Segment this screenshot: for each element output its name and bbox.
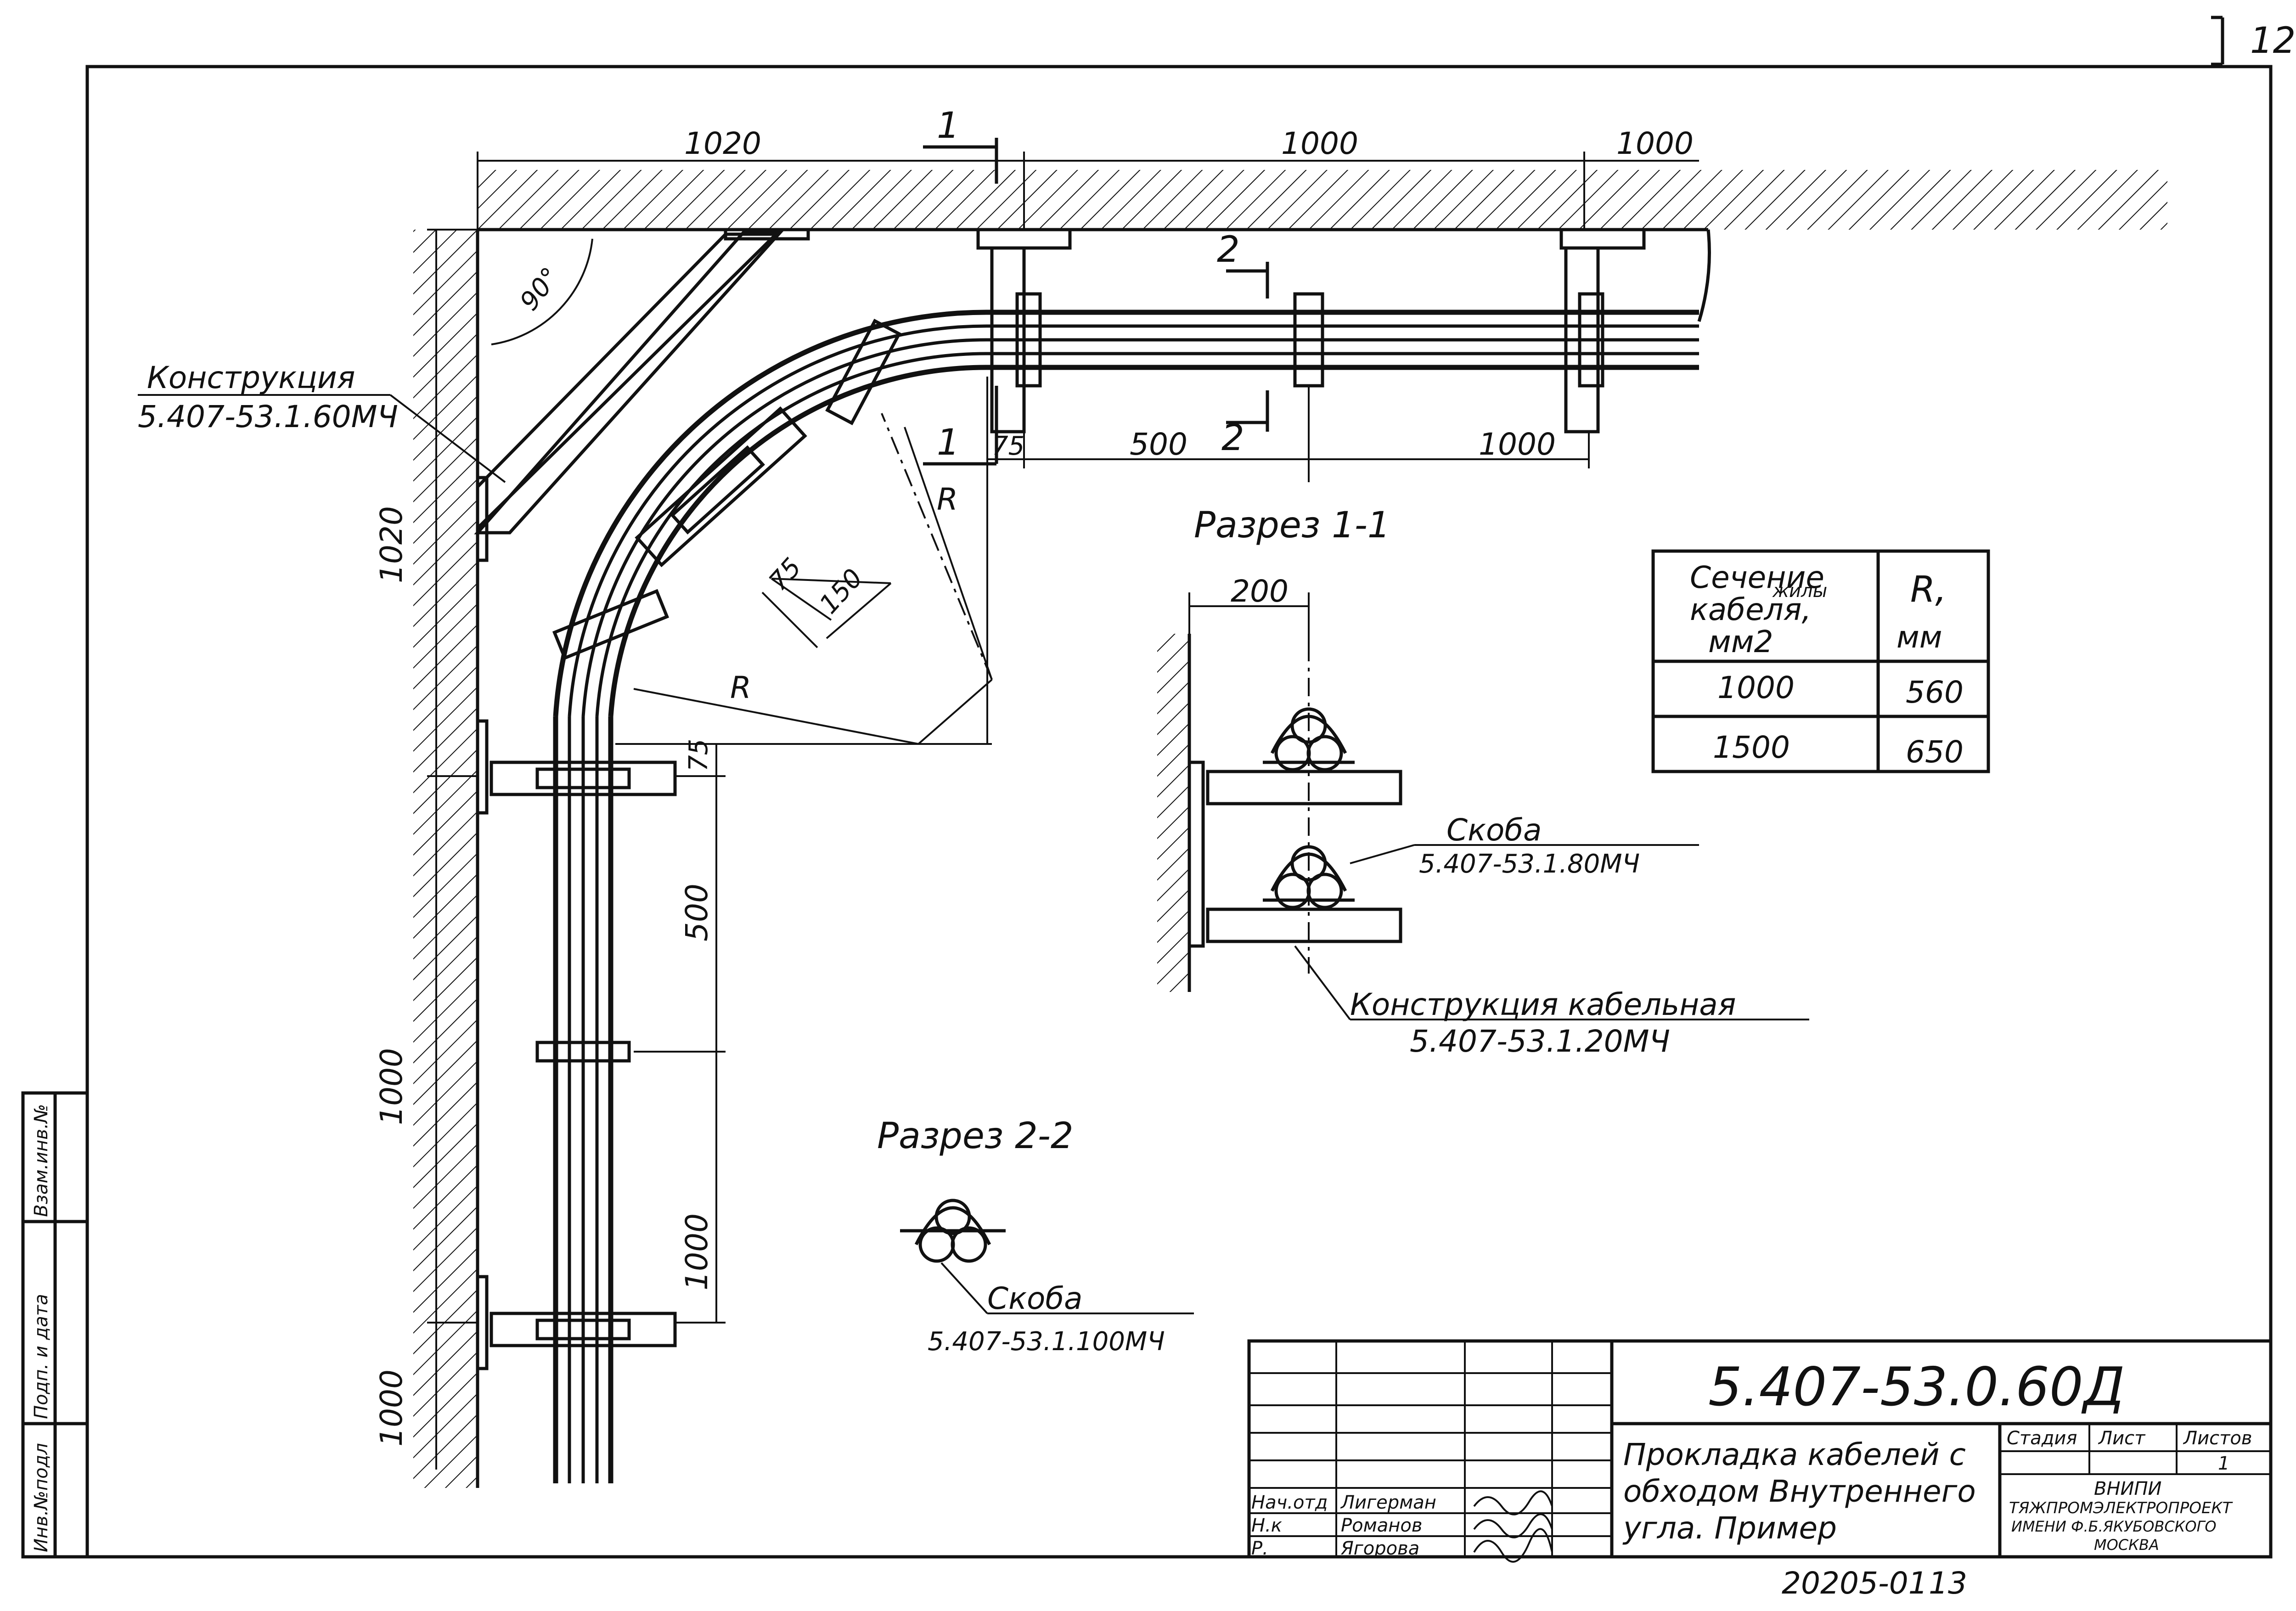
section-2-bottom-mark: 2 — [1221, 417, 1244, 459]
cable-vertical — [553, 716, 613, 1483]
page-number-text: 12 — [2250, 20, 2296, 62]
skoba2-code: 5.407-53.1.100МЧ — [928, 1327, 1165, 1357]
section-1-1-view: Разрез 1-1 200 Скоба 5.407-53.1.80МЧ Кон… — [1157, 505, 1809, 1059]
title-line-2: обходом Внутреннего — [1623, 1474, 1976, 1509]
title-line-1: Прокладка кабелей с — [1623, 1437, 1966, 1472]
kabkonstr-name: Конструкция кабельная — [1350, 987, 1736, 1022]
dim-top-1000-right: 1000 — [1616, 126, 1694, 161]
left-wall — [413, 230, 479, 1488]
table-header-r-1: R, — [1910, 569, 1947, 610]
dim-top-1000-mid: 1000 — [1281, 126, 1358, 161]
section-markers: 1 1 2 2 — [923, 105, 1269, 466]
dim-75-horizontal: 75 — [992, 431, 1024, 461]
table-header-r-2: мм — [1896, 620, 1942, 655]
dim-radius-b: R — [730, 670, 751, 705]
page-number: 12 — [2211, 16, 2296, 66]
section-1-top-mark: 1 — [937, 105, 960, 146]
diagonal-construction — [474, 228, 810, 562]
role-1: Нач.отд — [1251, 1492, 1328, 1513]
sheet-label: Лист — [2098, 1428, 2146, 1449]
org-line-4: МОСКВА — [2094, 1536, 2159, 1554]
ceiling-wall — [478, 170, 2167, 322]
kabkonstr-code: 5.407-53.1.20МЧ — [1410, 1024, 1670, 1059]
r-table: Сечение жилы кабеля, мм2 R, мм 1000 560 … — [1651, 549, 1990, 773]
dim-diag-75: 75 — [763, 552, 807, 597]
clamps-horizontal — [976, 228, 1646, 434]
dim-left-1000b: 1000 — [374, 1369, 409, 1447]
dim-500-horizontal: 500 — [1130, 427, 1187, 462]
side-podp-data: Подп. и дата — [31, 1294, 52, 1419]
role-2: Н.к — [1251, 1515, 1282, 1536]
angle-arc — [491, 238, 593, 345]
signature-2 — [1473, 1513, 1553, 1538]
sec1-width-dim: 200 — [1231, 574, 1289, 609]
dim-left-1020: 1020 — [374, 506, 409, 583]
dimensions-top — [477, 152, 1699, 482]
skoba1-name: Скоба — [1446, 812, 1542, 848]
section-1-1-title: Разрез 1-1 — [1194, 505, 1390, 546]
sheets-label: Листов — [2183, 1428, 2252, 1449]
side-vzam-inv: Взам.инв.№ — [31, 1104, 52, 1217]
dim-top-1020: 1020 — [684, 126, 761, 161]
skoba2-name: Скоба — [987, 1281, 1082, 1316]
cable-horizontal — [987, 310, 1699, 370]
signature-3 — [1473, 1528, 1553, 1563]
dim-vert-500: 500 — [679, 884, 715, 941]
table-header-section-4: мм2 — [1708, 624, 1773, 659]
skoba1-code: 5.407-53.1.80МЧ — [1419, 849, 1640, 879]
section-2-top-mark: 2 — [1217, 229, 1240, 270]
dim-angle-90: 90° — [514, 262, 566, 316]
table-row2-section: 1500 — [1713, 730, 1790, 765]
section-2-2-title: Разрез 2-2 — [877, 1115, 1073, 1157]
section-2-2-view: Разрез 2-2 Скоба 5.407-53.1.100МЧ — [877, 1115, 1194, 1357]
table-header-section-2: жилы — [1772, 580, 1827, 602]
konstr-name: Конструкция — [147, 360, 355, 395]
dim-radius-a: R — [937, 482, 958, 517]
dim-left-1000a: 1000 — [374, 1048, 409, 1125]
dim-1000-horizontal: 1000 — [1479, 427, 1556, 462]
clamps-bend — [552, 319, 901, 660]
side-stamp: Инв.№подл Подп. и дата Взам.инв.№ — [21, 1091, 89, 1559]
role-3: Р. — [1251, 1538, 1268, 1559]
konstr-callout: Конструкция 5.407-53.1.60МЧ — [138, 360, 506, 483]
table-header-section-3: кабеля, — [1690, 592, 1811, 627]
title-line-3: угла. Пример — [1622, 1510, 1837, 1546]
dim-vert-75: 75 — [684, 739, 714, 772]
org-line-1: ВНИПИ — [2094, 1478, 2161, 1499]
title-block: 5.407-53.0.60Д Прокладка кабелей с обход… — [1247, 1339, 2273, 1563]
org-line-3: ИМЕНИ Ф.Б.ЯКУБОВСКОГО — [2011, 1518, 2217, 1535]
stage-label: Стадия — [2007, 1428, 2077, 1449]
signature-1 — [1473, 1490, 1553, 1515]
clamps-vertical — [476, 719, 677, 1370]
side-inv-podl: Инв.№подл — [31, 1443, 52, 1552]
dim-diag-150: 150 — [814, 563, 869, 620]
konstr-code: 5.407-53.1.60МЧ — [138, 399, 398, 434]
org-line-2: ТЯЖПРОМЭЛЕКТРОПРОЕКТ — [2009, 1499, 2233, 1517]
footer-sheet-no: 13 — [1929, 1566, 1967, 1601]
doc-code: 5.407-53.0.60Д — [1708, 1356, 2125, 1418]
table-row2-r: 650 — [1906, 734, 1964, 770]
dimensions-left — [427, 229, 726, 1470]
name-3: Ягорова — [1340, 1538, 1419, 1559]
footer-archive-no: 20205-01 — [1782, 1566, 1928, 1601]
sheets-value: 1 — [2218, 1453, 2229, 1474]
dim-vert-1000: 1000 — [679, 1213, 715, 1290]
radius-lines — [615, 377, 993, 745]
table-row1-r: 560 — [1906, 675, 1964, 710]
table-row1-section: 1000 — [1717, 670, 1795, 705]
name-2: Романов — [1341, 1515, 1422, 1536]
sheet-frame — [85, 65, 2273, 1559]
table-header-section-1: Сечение — [1690, 560, 1824, 595]
section-1-bottom-mark: 1 — [937, 422, 960, 463]
name-1: Лигерман — [1340, 1492, 1436, 1513]
